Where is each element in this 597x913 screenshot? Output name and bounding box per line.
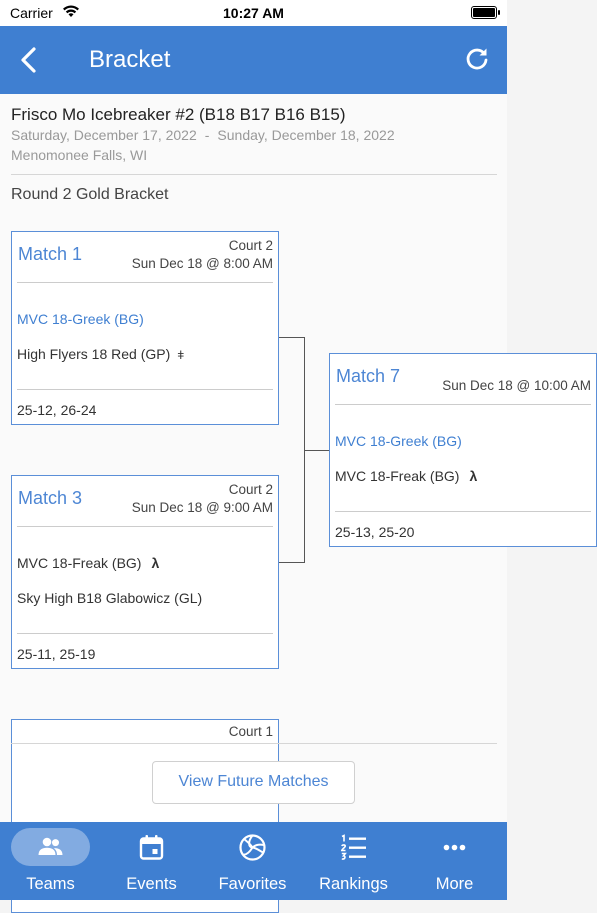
status-bar: Carrier 10:27 AM [0,0,507,26]
event-start-date: Saturday, December 17, 2022 [11,127,197,143]
bracket-connector [279,562,305,563]
bracket-connector [279,337,305,338]
volleyball-icon [239,834,266,861]
match-court: Court 2 [228,238,273,253]
view-future-matches-button[interactable]: View Future Matches [152,761,355,804]
nav-bar: Bracket [0,26,507,94]
tab-label: Events [126,875,177,893]
active-tab-indicator [11,828,90,866]
team-name: MVC 18-Greek (BG) [17,311,144,327]
round-title: Round 2 Gold Bracket [11,186,169,203]
tab-favorites[interactable]: Favorites [202,822,303,900]
match-team-1[interactable]: MVC 18-Freak (BG) λ [17,555,159,571]
back-chevron-icon[interactable] [16,44,44,76]
match-title: Match 1 [18,244,83,264]
team-mark: ǂ [177,348,185,362]
match-score: 25-11, 25-19 [17,646,96,662]
match-team-1[interactable]: MVC 18-Greek (BG) [335,433,462,449]
tab-label: Rankings [319,875,388,893]
match-team-2[interactable]: High Flyers 18 Red (GP) ǂ [17,346,184,362]
header-divider [11,174,497,175]
match-time: Sun Dec 18 @ 10:00 AM [442,378,591,393]
match-court: Court 1 [228,724,273,739]
tab-label: Favorites [218,875,287,893]
page-title: Bracket [89,46,171,73]
match-team-2[interactable]: MVC 18-Freak (BG) λ [335,468,477,484]
tab-more[interactable]: More [404,822,505,900]
event-title: Frisco Mo Icebreaker #2 (B18 B17 B16 B15… [11,105,346,124]
match-card-3[interactable]: Match 3 Court 2 Sun Dec 18 @ 9:00 AM MVC… [11,475,279,669]
more-dots-icon [443,844,466,851]
calendar-icon [139,835,164,860]
tab-rankings[interactable]: Rankings [303,822,404,900]
team-name: MVC 18-Freak (BG) [335,468,460,484]
team-name: Sky High B18 Glabowicz (GL) [17,590,203,606]
event-dates: Saturday, December 17, 2022-Sunday, Dece… [11,127,395,143]
team-name: MVC 18-Freak (BG) [17,555,142,571]
match-court: Court 2 [228,482,273,497]
match-score: 25-13, 25-20 [335,524,415,540]
match-card-7[interactable]: Match 7 Sun Dec 18 @ 10:00 AM MVC 18-Gre… [329,353,597,547]
battery-icon [471,6,500,19]
bracket-content[interactable]: Frisco Mo Icebreaker #2 (B18 B17 B16 B15… [0,94,597,913]
match-divider [335,404,591,405]
refresh-icon[interactable] [463,45,491,73]
match-card-1[interactable]: Match 1 Court 2 Sun Dec 18 @ 8:00 AM MVC… [11,231,279,425]
clock: 10:27 AM [223,5,284,21]
match-divider [17,633,273,634]
wifi-icon [63,5,79,17]
match-title: Match 3 [18,488,83,508]
match-time: Sun Dec 18 @ 8:00 AM [131,256,273,271]
match-team-1[interactable]: MVC 18-Greek (BG) [17,311,144,327]
bracket-connector [304,450,330,451]
tab-teams[interactable]: Teams [0,822,101,900]
match-team-2[interactable]: Sky High B18 Glabowicz (GL) [17,590,202,606]
team-name: High Flyers 18 Red (GP) [17,346,171,362]
bracket-area[interactable]: Match 1 Court 2 Sun Dec 18 @ 8:00 AM MVC… [0,219,597,913]
carrier-label: Carrier [10,5,53,21]
match-divider [17,389,273,390]
tab-label: More [435,875,474,893]
match-title: Match 7 [336,366,401,386]
people-icon [38,837,63,855]
match-time: Sun Dec 18 @ 9:00 AM [131,500,273,515]
match-divider [17,526,273,527]
team-mark: λ [151,555,160,571]
match-divider [17,282,273,283]
tab-label: Teams [26,875,75,893]
team-name: MVC 18-Greek (BG) [335,433,462,449]
date-separator: - [204,127,210,143]
ranked-list-icon [340,834,366,860]
match-score: 25-12, 26-24 [17,402,97,418]
team-mark: λ [469,468,478,484]
match-divider [335,511,591,512]
bracket-divider [11,743,497,744]
event-location: Menomonee Falls, WI [11,147,148,163]
tab-events[interactable]: Events [101,822,202,900]
tab-bar: Teams Events Favorites Ranki [0,822,507,900]
event-end-date: Sunday, December 18, 2022 [217,127,395,143]
